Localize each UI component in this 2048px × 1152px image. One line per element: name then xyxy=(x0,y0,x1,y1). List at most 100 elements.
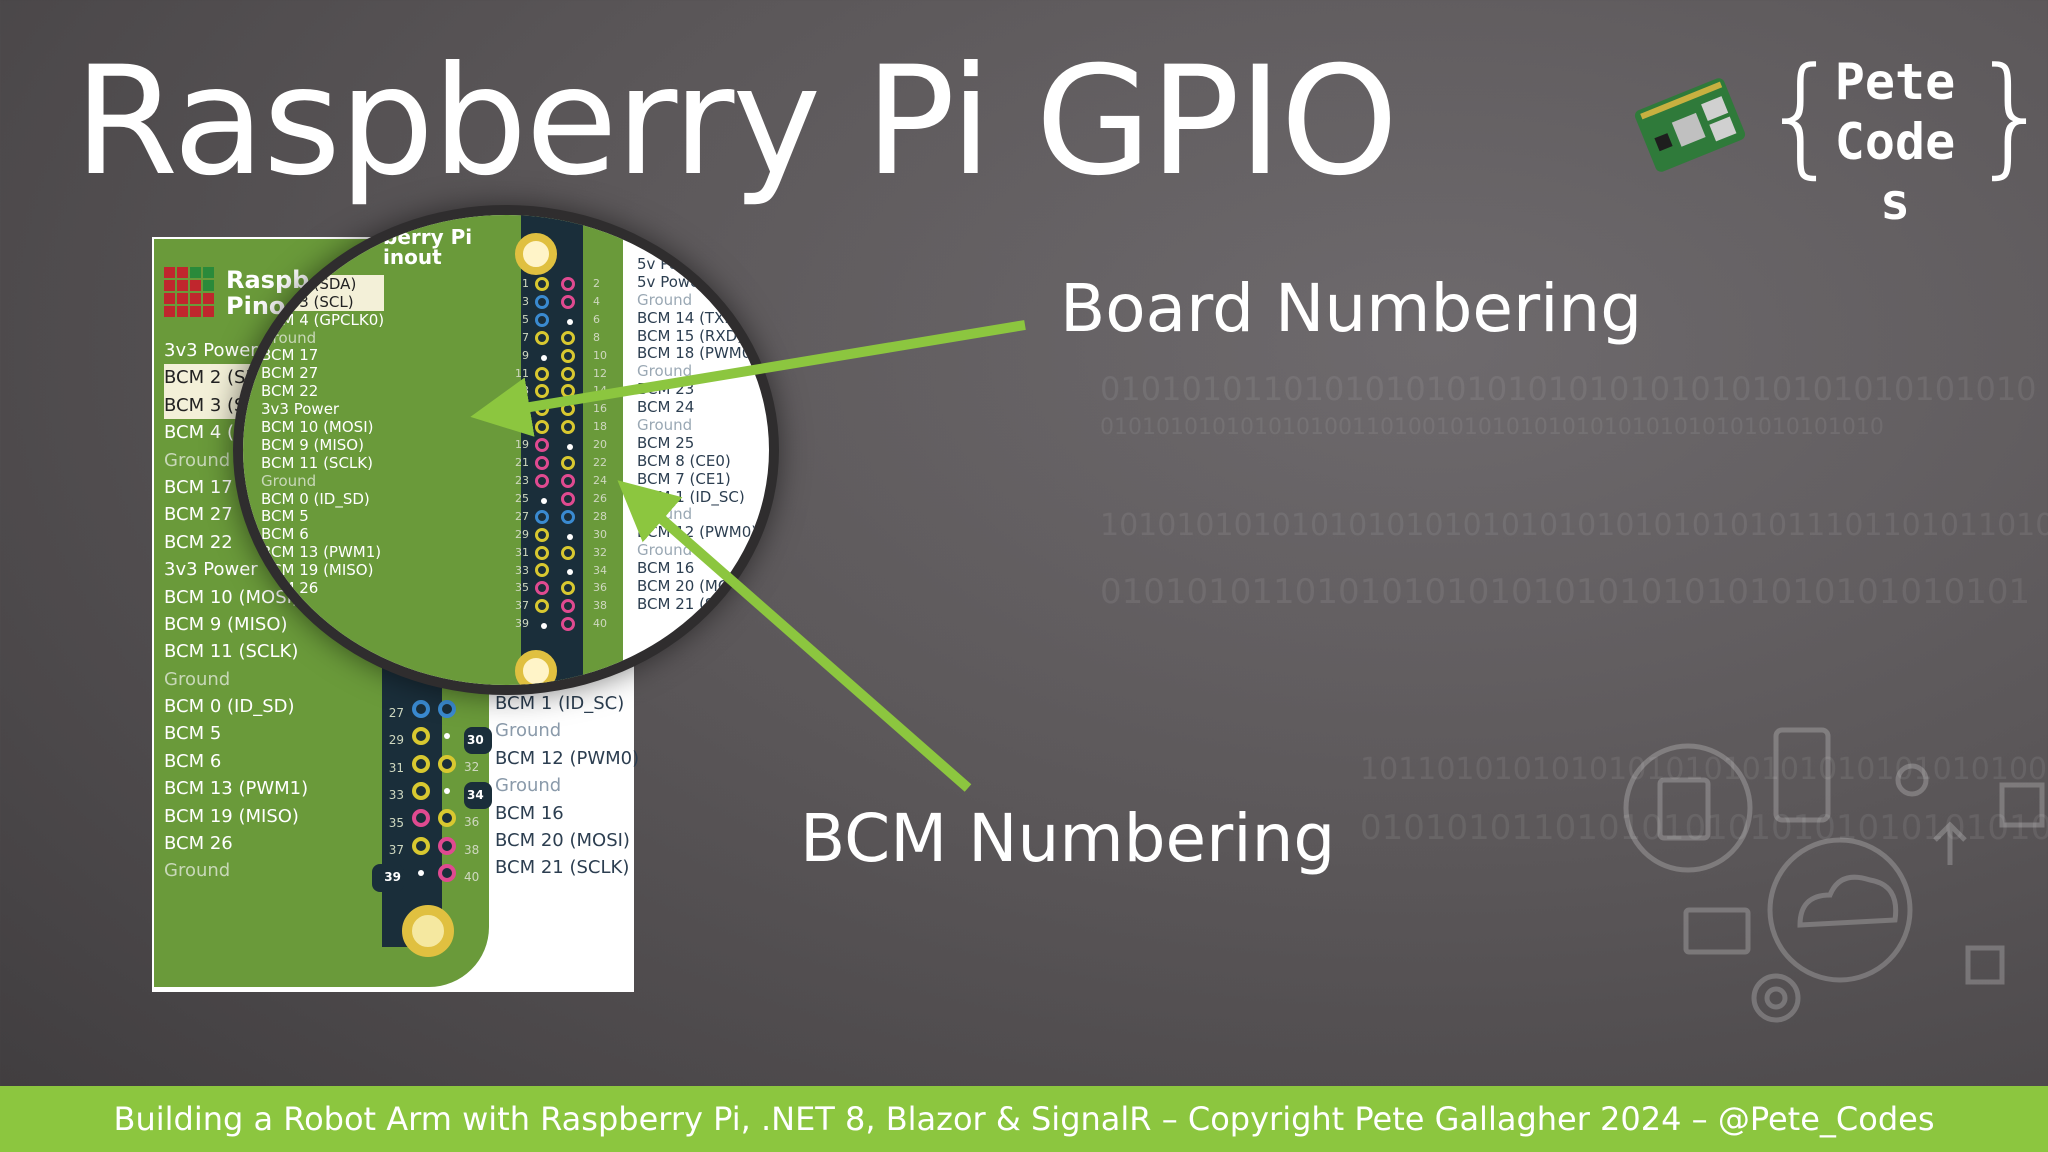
pin-row xyxy=(535,581,575,596)
pin xyxy=(561,348,575,363)
pin-number: 39 xyxy=(372,864,404,892)
pin-number: 32 xyxy=(593,545,607,559)
cloud-circle-icon xyxy=(1767,837,1913,983)
pin-row xyxy=(412,700,456,718)
pin-label: BCM 3 (SCL) xyxy=(261,292,385,311)
pin-label: Ground xyxy=(495,775,562,797)
pin-label: BCM 6 xyxy=(164,750,222,772)
pin-label: BCM 4 ( xyxy=(164,422,235,444)
pin xyxy=(438,782,456,800)
pin-number: 9 xyxy=(522,348,529,362)
pin-number: 2 xyxy=(593,277,600,290)
pin-label: BCM 16 xyxy=(637,559,695,578)
pin-number: 21 xyxy=(515,456,529,470)
pin xyxy=(561,294,575,309)
pin xyxy=(561,330,575,345)
pin-label: Ground xyxy=(637,362,693,381)
mounting-hole xyxy=(515,650,557,685)
pin xyxy=(561,509,575,524)
pin xyxy=(561,473,575,488)
cloud-icon xyxy=(1797,874,1899,928)
pin-number: 26 xyxy=(593,491,607,505)
binary-texture-line: 1011010101010101010101010101010101001101… xyxy=(1360,752,2048,787)
pin xyxy=(535,366,549,381)
pin xyxy=(438,755,456,773)
logo-text-line3: s xyxy=(1879,173,1911,231)
pin xyxy=(535,330,549,345)
pin-label: 5v Power xyxy=(637,272,706,291)
pin xyxy=(412,837,430,855)
pin-number: 35 xyxy=(388,815,404,830)
pin-row xyxy=(535,420,575,435)
pin-number: 33 xyxy=(515,563,529,577)
pin xyxy=(535,563,549,578)
pin-label: BCM 10 (MOSI) xyxy=(261,418,374,437)
pin-label: BCM 22 xyxy=(164,531,233,553)
pin-label: BCM 0 (ID_SD) xyxy=(164,696,295,718)
mounting-hole xyxy=(515,233,557,275)
pin-label: BCM 17 xyxy=(164,476,233,498)
bcm-numbering-label: BCM Numbering xyxy=(800,800,1336,877)
pin-label: Ground xyxy=(164,860,231,882)
office-icon xyxy=(1623,743,1753,873)
pin xyxy=(535,545,549,560)
pin xyxy=(438,727,456,745)
pin-number: 6 xyxy=(593,312,600,326)
pin-label: Power xyxy=(261,257,307,275)
pin xyxy=(561,456,575,470)
binary-texture-line: 0101010101010101001101001010101010101010… xyxy=(1100,415,1884,440)
pin-number: 27 xyxy=(388,706,404,720)
pin xyxy=(561,599,575,614)
pin-row xyxy=(535,617,575,632)
pin xyxy=(535,294,549,309)
pinout-logo-icon xyxy=(164,267,214,317)
pin-number: 38 xyxy=(593,599,607,613)
pin-label: Ground xyxy=(261,471,317,490)
pin-label: BCM 8 (CE0) xyxy=(637,451,731,470)
pin xyxy=(561,617,575,632)
pin xyxy=(535,438,549,453)
pin-label: BCM 26 xyxy=(164,833,233,855)
pin-number: 40 xyxy=(464,870,480,885)
phone-icon xyxy=(1773,727,1831,823)
pin-label: BCM 20 (MOSI) xyxy=(637,577,750,596)
mounting-hole xyxy=(402,905,454,957)
pin-label: BCM 14 (TXD) xyxy=(637,308,742,327)
logo-text-line1: Pete xyxy=(1834,53,1956,111)
pin-number: 37 xyxy=(388,843,404,858)
pin xyxy=(438,837,456,855)
pin-number: 7 xyxy=(522,330,529,344)
pin-number: 20 xyxy=(593,438,607,452)
board-numbering-label: Board Numbering xyxy=(1060,270,1643,347)
pin-label: 3v3 Power xyxy=(164,559,258,581)
pin-number: 24 xyxy=(593,473,607,487)
pin xyxy=(412,727,430,745)
pin-label: BCM 12 (PWM0) xyxy=(495,747,640,769)
pete-codes-logo: { Pete Code s } xyxy=(1620,30,2048,240)
pin-number: 27 xyxy=(515,509,529,523)
pin xyxy=(561,420,575,435)
pin-label: BCM 27 xyxy=(261,364,319,383)
pin xyxy=(561,563,575,577)
pin-label: BCM 6 xyxy=(261,525,309,544)
pin-label: BCM 4 (GPCLK0) xyxy=(261,310,385,329)
pin-number: 25 xyxy=(515,491,529,505)
pin-label: BCM 19 (MISO) xyxy=(164,805,299,827)
pin-label: BCM 20 (MOSI) xyxy=(495,829,630,851)
pin-number: 22 xyxy=(593,456,607,470)
pin-row xyxy=(535,509,575,524)
pin-number: 34 xyxy=(593,563,607,577)
pin-row xyxy=(535,438,575,453)
magnifier-title-line2: inout xyxy=(383,245,442,269)
pin-number: 40 xyxy=(593,617,607,631)
pin-number: 16 xyxy=(593,402,607,416)
pin xyxy=(535,384,549,399)
pin-number: 31 xyxy=(515,545,529,559)
pin-label: BCM 0 (ID_SD) xyxy=(261,489,370,508)
pin-number: 23 xyxy=(515,473,529,487)
pin-label: BCM 5 xyxy=(261,507,309,526)
pin xyxy=(535,349,549,363)
network-icon xyxy=(1999,782,2045,828)
